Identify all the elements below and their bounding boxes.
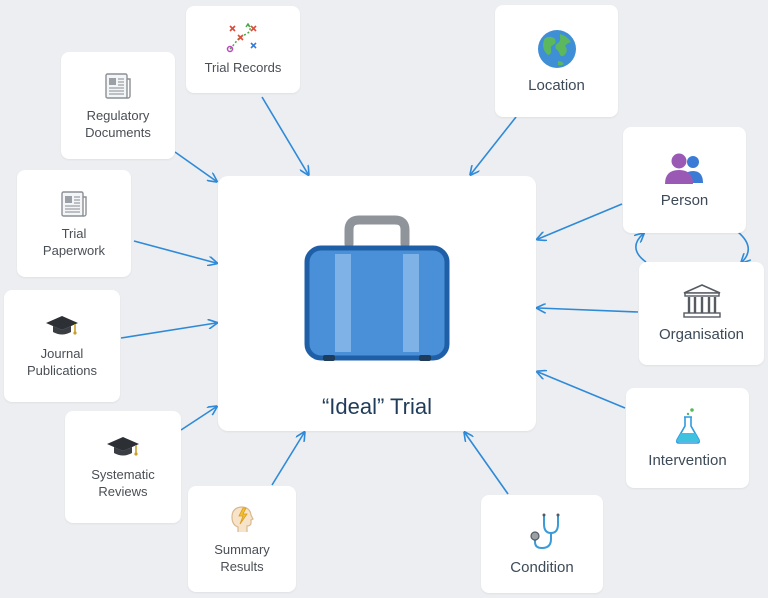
node-regulatory-documents: Regulatory Documents <box>61 52 175 159</box>
flask-icon <box>675 407 700 444</box>
node-person: Person <box>623 127 746 233</box>
graduation-cap-icon <box>107 437 139 456</box>
center-title: “Ideal” Trial <box>321 394 433 419</box>
arrow-systematic-reviews <box>180 407 216 431</box>
label-location: Location <box>528 76 585 94</box>
arrow-journal-publications <box>120 323 216 339</box>
label-trial-records: Trial Records <box>204 60 282 75</box>
label-journal-publications: Journal Publications <box>26 346 98 378</box>
node-intervention: Intervention <box>626 388 749 488</box>
building-icon <box>682 284 721 318</box>
label-intervention: Intervention <box>648 451 727 469</box>
label-regulatory-documents: Regulatory Documents <box>85 107 151 140</box>
node-systematic-reviews: Systematic Reviews <box>65 411 181 523</box>
center-card: “Ideal” Trial <box>218 176 536 431</box>
node-summary-results: Summary Results <box>188 486 296 592</box>
label-systematic-reviews: Systematic Reviews <box>91 467 155 499</box>
stethoscope-icon <box>530 513 560 549</box>
label-summary-results: Summary Results <box>214 542 270 574</box>
arrow-person-to-organisation <box>737 231 748 262</box>
arrow-person <box>538 203 623 239</box>
newspaper-icon <box>61 190 87 217</box>
arrow-organisation-to-person <box>636 234 647 263</box>
suitcase-icon <box>304 215 450 361</box>
arrow-intervention <box>538 372 626 409</box>
node-location: Location <box>495 5 618 117</box>
arrow-trial-paperwork <box>133 240 216 263</box>
arrow-location <box>471 116 517 174</box>
label-organisation: Organisation <box>658 326 745 343</box>
play-diagram-icon <box>226 23 257 53</box>
globe-icon <box>537 29 576 68</box>
graduation-cap-icon <box>46 316 78 335</box>
node-journal-publications: Journal Publications <box>4 290 120 402</box>
node-trial-records: Trial Records <box>186 6 300 93</box>
arrow-summary-results <box>271 433 304 486</box>
label-trial-paperwork: Trial Paperwork <box>42 225 106 258</box>
arrow-condition <box>465 433 509 495</box>
node-condition: Condition <box>481 495 603 593</box>
people-icon <box>664 153 703 184</box>
arrow-regulatory-documents <box>174 151 216 181</box>
arrow-organisation <box>538 308 639 312</box>
newspaper-icon <box>105 72 131 99</box>
label-condition: Condition <box>510 558 574 576</box>
node-trial-paperwork: Trial Paperwork <box>17 170 131 277</box>
node-organisation: Organisation <box>639 262 764 365</box>
head-lightning-icon <box>231 506 254 532</box>
arrow-trial-records <box>261 96 308 174</box>
label-person: Person <box>660 191 709 209</box>
